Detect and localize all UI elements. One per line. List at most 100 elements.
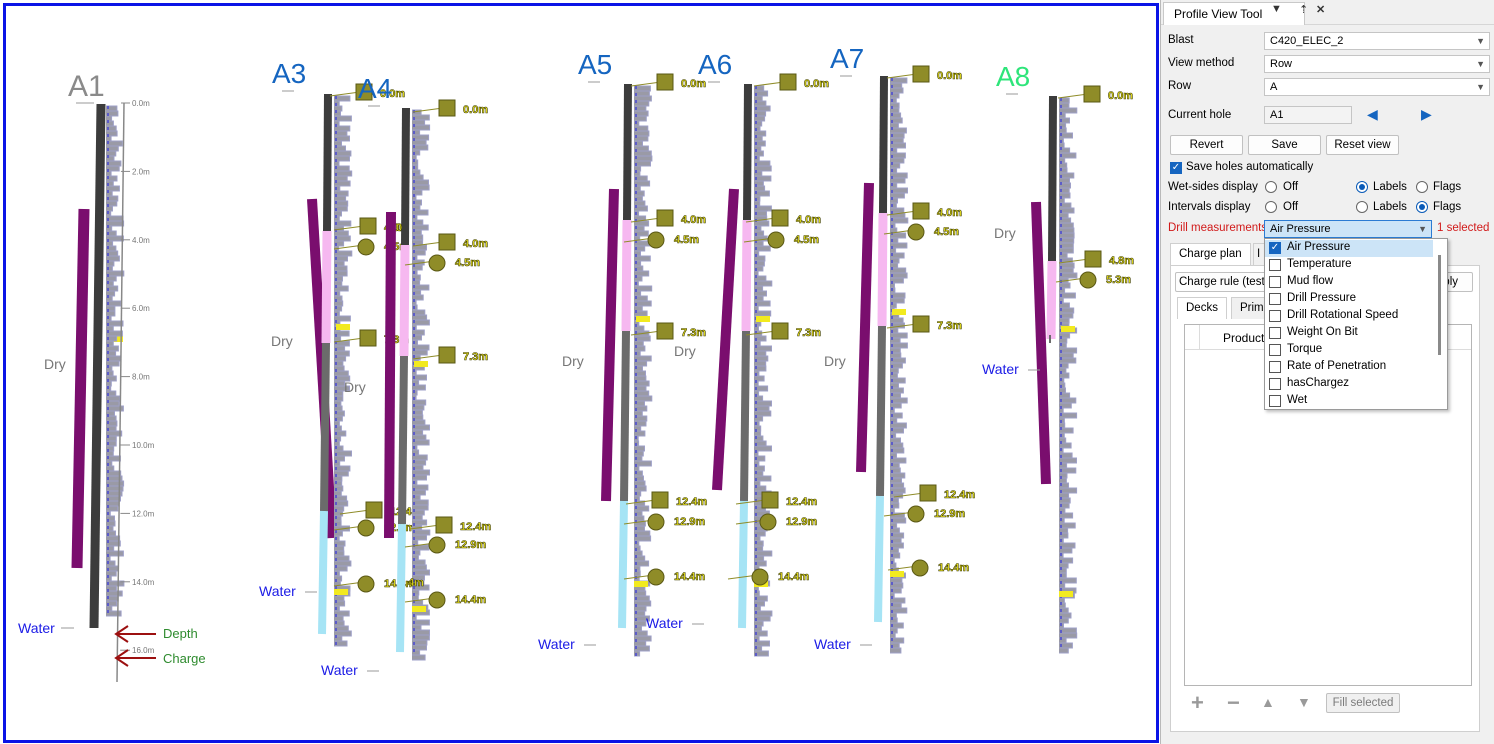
marker-label: 14.4m (674, 571, 705, 583)
option-checkbox[interactable] (1269, 361, 1281, 373)
hole-lower-a3 (320, 342, 330, 512)
move-down-icon[interactable]: ▼ (1297, 694, 1311, 710)
revert-button[interactable]: Revert (1170, 135, 1243, 155)
measurement-trace-a3 (334, 95, 353, 647)
dropdown-option[interactable]: Mud flow (1265, 274, 1433, 291)
depth-marker-ball (647, 513, 665, 531)
depth-tick-label: 6.0m (132, 304, 150, 313)
dropdown-option[interactable]: ✓Air Pressure (1265, 240, 1433, 257)
dropdown-option[interactable]: Temperature (1265, 257, 1433, 274)
tab-charge-plan[interactable]: Charge plan (1170, 243, 1251, 265)
primer-a4 (412, 606, 426, 612)
intervals-off-radio[interactable] (1265, 201, 1277, 213)
marker-label: 0.0m (463, 104, 488, 116)
depth-marker-ball (911, 559, 929, 577)
wet-sides-labels-radio[interactable] (1356, 181, 1368, 193)
subtab-decks[interactable]: Decks (1177, 297, 1227, 319)
option-checkbox[interactable] (1269, 395, 1281, 407)
option-checkbox[interactable] (1269, 293, 1281, 305)
charge-bar-a5 (601, 188, 619, 502)
product-column-header[interactable]: Product (1223, 331, 1265, 345)
water-label-a1: Water (18, 620, 55, 636)
previous-hole-icon[interactable]: ◀ (1367, 106, 1378, 122)
dropdown-option[interactable]: Drill Pressure (1265, 291, 1433, 308)
dropdown-option[interactable]: Rate of Penetration (1265, 359, 1433, 376)
option-checkbox[interactable]: ✓ (1269, 242, 1281, 254)
close-icon[interactable]: ✕ (1316, 4, 1326, 16)
dropdown-arrow-icon[interactable]: ▼ (1271, 3, 1282, 15)
hole-name-a5: A5 (578, 49, 612, 80)
fill-selected-button[interactable]: Fill selected (1326, 693, 1400, 713)
depth-marker-box (651, 491, 669, 509)
marker-label: 4.0m (463, 238, 488, 250)
wet-sides-flags-label: Flags (1433, 181, 1462, 193)
panel-title-tab[interactable]: Profile View Tool (1163, 2, 1305, 25)
measurement-trace-a5 (634, 85, 653, 657)
marker-label: 14.4m (778, 571, 809, 583)
intervals-flags-radio[interactable] (1416, 201, 1428, 213)
option-checkbox[interactable] (1269, 327, 1281, 339)
depth-tick-label: 0.0m (132, 99, 150, 108)
charge-rule-select[interactable]: Charge rule (test (1175, 272, 1275, 292)
wet-sides-off-label: Off (1283, 181, 1299, 193)
dropdown-option[interactable]: Wet (1265, 393, 1433, 409)
dropdown-option[interactable]: Weight On Bit (1265, 325, 1433, 342)
move-up-icon[interactable]: ▲ (1261, 694, 1275, 710)
current-hole-field[interactable]: A1 (1264, 106, 1352, 124)
depth-marker-box (912, 315, 930, 333)
blast-value: C420_ELEC_2 (1270, 35, 1344, 47)
chevron-down-icon: ▼ (1476, 59, 1485, 69)
depth-tick-label: 12.0m (132, 509, 155, 518)
blast-select[interactable]: C420_ELEC_2▼ (1264, 32, 1490, 50)
primer-a5 (634, 581, 648, 587)
depth-marker-stem (893, 492, 925, 498)
dropdown-option[interactable]: Drill Rotational Speed (1265, 308, 1433, 325)
dropdown-scrollbar[interactable] (1438, 255, 1441, 355)
panel-title: Profile View Tool (1174, 7, 1263, 21)
hole-lower-a4 (398, 355, 408, 525)
reset-view-button[interactable]: Reset view (1326, 135, 1399, 155)
stemming-a8 (1046, 260, 1057, 340)
subtab-primers[interactable]: Prime (1231, 297, 1271, 319)
option-checkbox[interactable] (1269, 310, 1281, 322)
row-select[interactable]: A▼ (1264, 78, 1490, 96)
remove-icon[interactable]: − (1227, 690, 1240, 715)
dry-label-a5: Dry (562, 353, 584, 369)
view-method-select[interactable]: Row▼ (1264, 55, 1490, 73)
next-hole-icon[interactable]: ▶ (1421, 106, 1432, 122)
wet-sides-off-radio[interactable] (1265, 181, 1277, 193)
drill-measurements-value: Air Pressure (1270, 223, 1331, 235)
marker-label: 14.4m (938, 562, 969, 574)
option-checkbox[interactable] (1269, 378, 1281, 390)
marker-label: 12.9m (674, 516, 705, 528)
hole-name-a6: A6 (698, 49, 732, 80)
save-button[interactable]: Save (1248, 135, 1321, 155)
option-checkbox[interactable] (1269, 259, 1281, 271)
pin-icon[interactable]: ⇡ (1299, 4, 1309, 16)
option-label: Rate of Penetration (1287, 360, 1387, 372)
dropdown-option[interactable]: Torque (1265, 342, 1433, 359)
legend-depth-arrow (114, 625, 156, 643)
marker-label: 4.0m (937, 207, 962, 219)
hole-lower-a5 (620, 330, 630, 502)
save-auto-checkbox[interactable]: ✓ (1170, 162, 1182, 174)
option-label: Drill Pressure (1287, 292, 1357, 304)
dropdown-option[interactable]: hasChargez (1265, 376, 1433, 393)
water-section-a7 (874, 495, 884, 623)
water-label-a8: Water (982, 361, 1019, 377)
water-label-a4: Water (321, 662, 358, 678)
depth-marker-ball (428, 536, 446, 554)
option-checkbox[interactable] (1269, 276, 1281, 288)
drill-measurements-select[interactable]: Air Pressure▼ (1264, 220, 1432, 238)
wet-sides-flags-radio[interactable] (1416, 181, 1428, 193)
marker-label: 4.8m (1109, 255, 1134, 267)
hole-name-a8: A8 (996, 61, 1030, 92)
blast-label: Blast (1168, 34, 1194, 46)
depth-marker-stem (745, 217, 777, 223)
option-checkbox[interactable] (1269, 344, 1281, 356)
intervals-labels-radio[interactable] (1356, 201, 1368, 213)
intervals-off-label: Off (1283, 201, 1299, 213)
add-icon[interactable]: + (1191, 690, 1204, 715)
